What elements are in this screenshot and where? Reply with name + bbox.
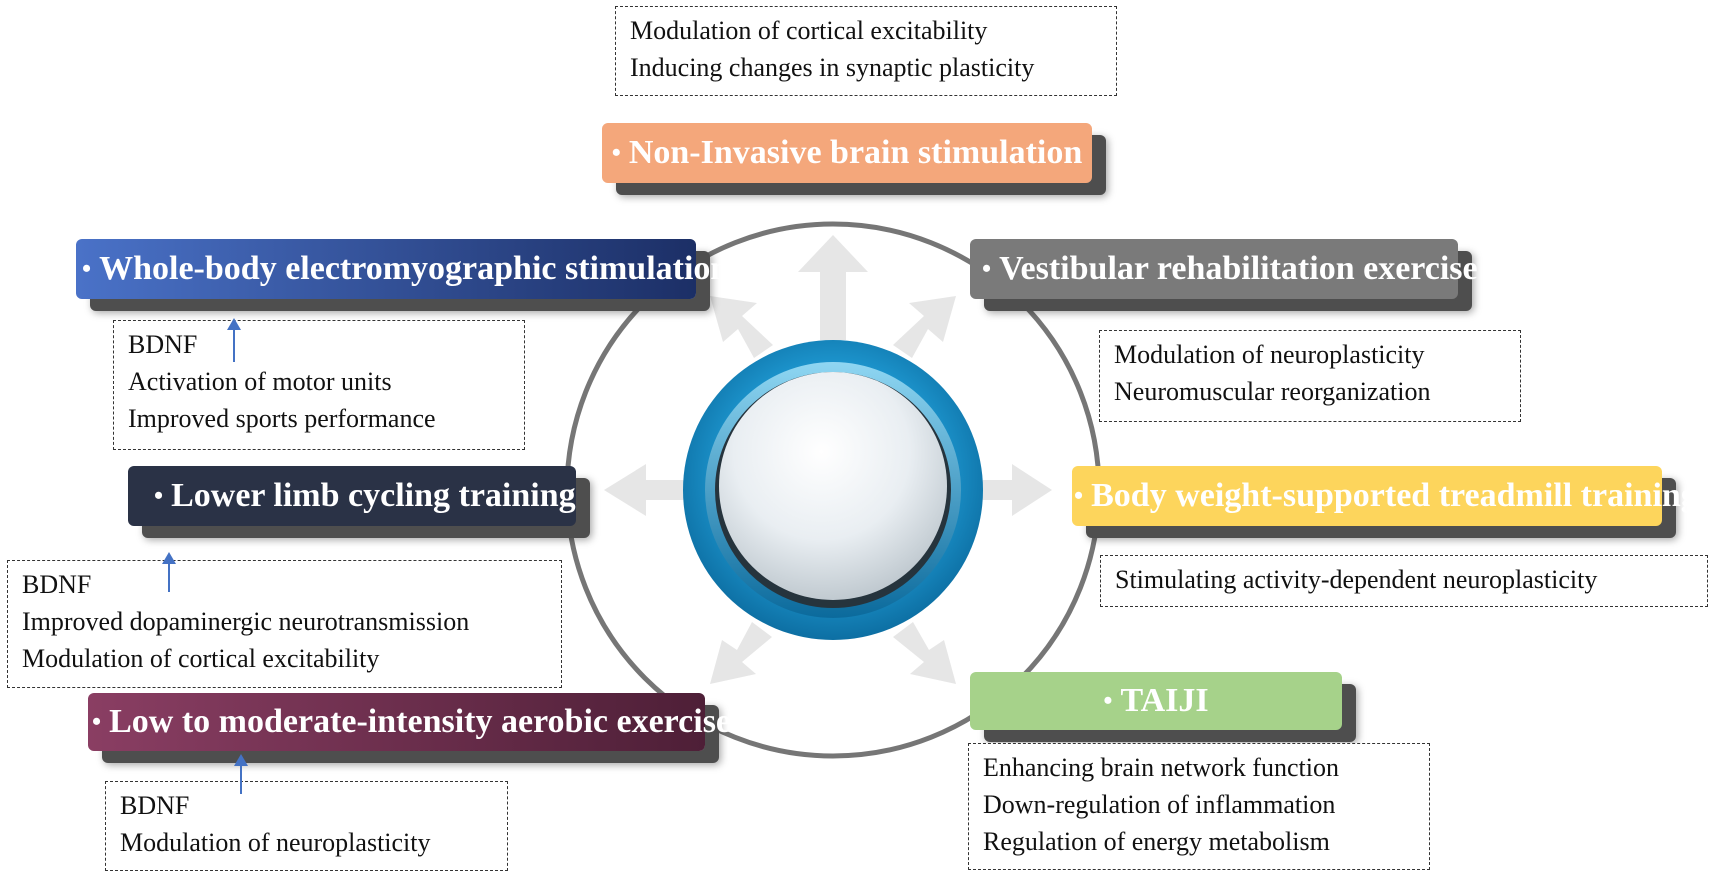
- arrow-left: [604, 464, 700, 516]
- label-text: Whole-body electromyographic stimulation: [99, 250, 730, 287]
- arrow-up: [798, 235, 868, 340]
- label-text: TAIJI: [1120, 682, 1209, 719]
- bullet: •: [1103, 686, 1113, 715]
- bullet: •: [92, 707, 102, 736]
- box-line: BDNF: [128, 330, 198, 359]
- box-non-invasive: Modulation of cortical excitability Indu…: [615, 6, 1117, 96]
- label-treadmill: • Body weight-supported treadmill traini…: [1072, 466, 1698, 526]
- box-line: Regulation of energy metabolism: [983, 827, 1330, 856]
- box-line: Modulation of neuroplasticity: [120, 828, 431, 857]
- label-aerobic: • Low to moderate-intensity aerobic exer…: [88, 693, 731, 751]
- arrow-upleft: [710, 296, 773, 358]
- bdnf-up-arrow: [227, 318, 241, 362]
- label-text: Lower limb cycling training: [171, 477, 576, 514]
- label-text: Non-Invasive brain stimulation: [628, 134, 1083, 171]
- box-line: Improved sports performance: [128, 404, 436, 433]
- box-vestibular: Modulation of neuroplasticity Neuromuscu…: [1099, 330, 1521, 422]
- box-line: Improved dopaminergic neurotransmission: [22, 607, 470, 636]
- bdnf-up-arrow: [162, 552, 176, 592]
- label-vestibular: • Vestibular rehabilitation exercise: [970, 239, 1478, 299]
- radiating-arrows: [604, 235, 1052, 684]
- arrow-downleft: [710, 622, 772, 684]
- label-text: Vestibular rehabilitation exercise: [999, 250, 1478, 287]
- box-line: Modulation of cortical excitability: [22, 644, 380, 673]
- box-line: BDNF: [120, 791, 190, 820]
- arrow-right: [966, 464, 1052, 516]
- box-line: BDNF: [22, 570, 92, 599]
- label-text: Body weight-supported treadmill training: [1091, 477, 1698, 514]
- box-lower-limb: BDNF Improved dopaminergic neurotransmis…: [7, 560, 562, 688]
- box-line: Inducing changes in synaptic plasticity: [630, 53, 1035, 82]
- box-line: Neuromuscular reorganization: [1114, 377, 1431, 406]
- label-whole-body: • Whole-body electromyographic stimulati…: [76, 239, 729, 299]
- box-line: Modulation of cortical excitability: [630, 16, 988, 45]
- label-taiji: • TAIJI: [970, 672, 1342, 730]
- box-line: Down-regulation of inflammation: [983, 790, 1336, 819]
- box-line: Stimulating activity-dependent neuroplas…: [1115, 565, 1598, 594]
- box-whole-body: BDNF Activation of motor units Improved …: [113, 320, 525, 450]
- box-treadmill: Stimulating activity-dependent neuroplas…: [1100, 555, 1708, 607]
- label-lower-limb: • Lower limb cycling training: [128, 466, 576, 526]
- arrow-upright: [893, 296, 956, 358]
- box-taiji: Enhancing brain network function Down-re…: [968, 743, 1430, 870]
- bullet: •: [611, 138, 621, 167]
- bullet: •: [1074, 481, 1084, 510]
- label-text: Low to moderate-intensity aerobic exerci…: [109, 703, 732, 740]
- box-line: Activation of motor units: [128, 367, 392, 396]
- bullet: •: [982, 254, 992, 283]
- bdnf-up-arrow: [234, 754, 248, 794]
- box-line: Modulation of neuroplasticity: [1114, 340, 1425, 369]
- box-line: Enhancing brain network function: [983, 753, 1339, 782]
- center-disc: [719, 372, 947, 600]
- arrow-downright: [893, 622, 956, 684]
- bullet: •: [154, 481, 164, 510]
- box-aerobic: BDNF Modulation of neuroplasticity: [105, 781, 508, 871]
- bullet: •: [82, 254, 92, 283]
- label-non-invasive: • Non-Invasive brain stimulation: [602, 123, 1092, 183]
